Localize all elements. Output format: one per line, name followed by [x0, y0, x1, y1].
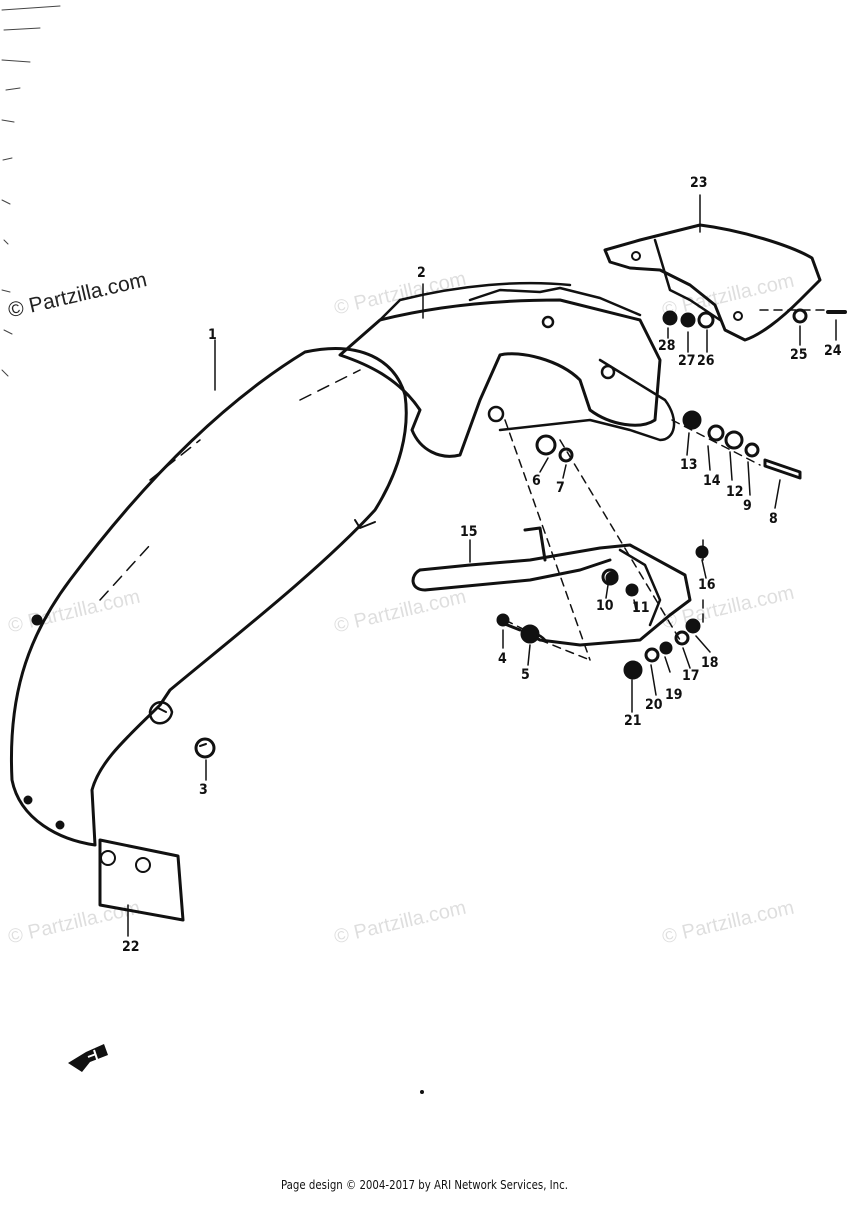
- callout-1: 1: [208, 327, 217, 343]
- callout-4: 4: [498, 651, 507, 667]
- scan-noise: [1, 5, 61, 377]
- callout-27: 27: [678, 353, 696, 369]
- callout-10: 10: [596, 598, 614, 614]
- callout-24: 24: [824, 343, 842, 359]
- callout-20: 20: [645, 697, 663, 713]
- callout-12: 12: [726, 484, 744, 500]
- callout-28: 28: [658, 338, 676, 354]
- tail-bracket: [603, 223, 822, 342]
- callout-22: 22: [122, 939, 140, 955]
- callout-3: 3: [199, 782, 208, 798]
- callout-8: 8: [769, 511, 778, 527]
- callout-9: 9: [743, 498, 752, 514]
- callout-15: 15: [460, 524, 478, 540]
- inner-fender: [338, 298, 662, 458]
- callout-14: 14: [703, 473, 721, 489]
- license-plate: [98, 838, 185, 922]
- callout-21: 21: [624, 713, 642, 729]
- callout-6: 6: [532, 473, 541, 489]
- callout-26: 26: [697, 353, 715, 369]
- rear-fender: [9, 347, 408, 847]
- callout-13: 13: [680, 457, 698, 473]
- callout-2: 2: [417, 265, 426, 281]
- return-arrow-icon: [68, 1044, 108, 1072]
- page-footer: Page design © 2004-2017 by ARI Network S…: [280, 1178, 569, 1192]
- callout-18: 18: [701, 655, 719, 671]
- callout-19: 19: [665, 687, 683, 703]
- callout-17: 17: [682, 668, 700, 684]
- callout-7: 7: [556, 480, 565, 496]
- callout-11: 11: [632, 600, 650, 616]
- callout-16: 16: [698, 577, 716, 593]
- callout-25: 25: [790, 347, 808, 363]
- carrier-bracket: [418, 543, 692, 647]
- callout-23: 23: [690, 175, 708, 191]
- callout-5: 5: [521, 667, 530, 683]
